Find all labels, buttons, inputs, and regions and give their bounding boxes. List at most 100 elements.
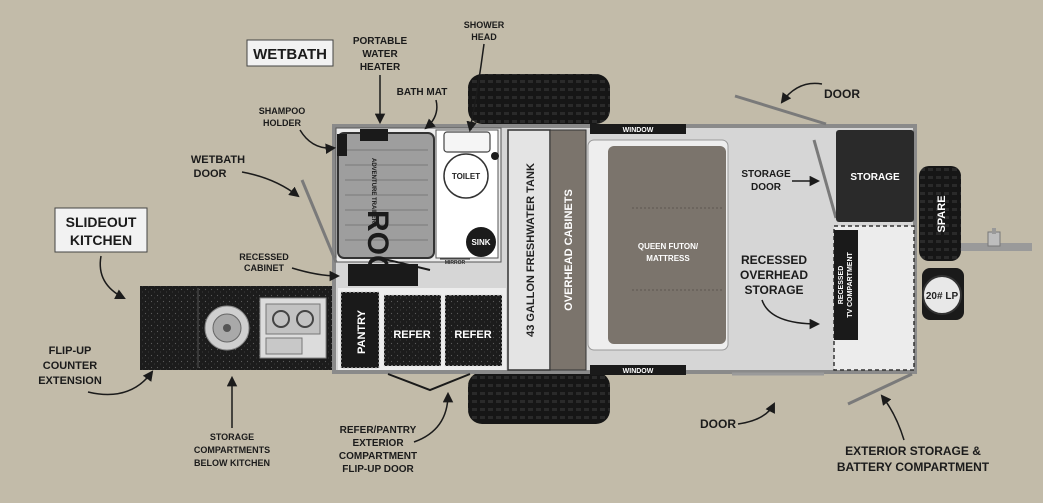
storage-door-line bbox=[812, 139, 838, 219]
sink-label: SINK bbox=[471, 238, 490, 247]
freshwater-tank-label: 43 GALLON FRESHWATER TANK bbox=[525, 163, 537, 337]
door-bottom-label: DOOR bbox=[700, 417, 736, 431]
wetbath-callout: WETBATH bbox=[253, 46, 327, 63]
flip-up-label-line1: FLIP-UP bbox=[49, 345, 92, 357]
refer-door-label-line2: EXTERIOR bbox=[352, 438, 404, 449]
sink bbox=[466, 227, 496, 257]
hitch bbox=[987, 231, 1001, 247]
recessed-cabinet-label-line1: RECESSED bbox=[239, 252, 289, 262]
refer-door-label-line1: REFER/PANTRY bbox=[340, 425, 417, 436]
toilet-tank bbox=[443, 131, 491, 153]
recessed-overhead-label-line2: OVERHEAD bbox=[740, 268, 808, 282]
tongue bbox=[960, 243, 1032, 251]
window-top-label: WINDOW bbox=[623, 127, 654, 134]
shower-head-label-line1: SHOWER bbox=[464, 20, 505, 30]
arrow-wetbath-door bbox=[241, 171, 300, 198]
futon-label-line1: QUEEN FUTON/ bbox=[638, 242, 699, 251]
hitch-ball bbox=[992, 228, 996, 234]
arrow-recessed-overhead bbox=[761, 299, 821, 330]
window-top bbox=[590, 124, 686, 134]
burner-left bbox=[272, 310, 290, 328]
shower-head bbox=[491, 152, 499, 160]
futon-label-line2: MATTRESS bbox=[646, 254, 690, 263]
rog-logo-subtitle: ADVENTURE TRAILERS bbox=[370, 158, 376, 227]
futon-mattress bbox=[608, 146, 726, 344]
storage-kitchen-label-line1: STORAGE bbox=[210, 432, 254, 442]
slideout-callout-box bbox=[54, 207, 148, 253]
freshwater-tank bbox=[507, 129, 551, 371]
slideout-callout-line2: KITCHEN bbox=[70, 232, 132, 248]
burner-right bbox=[296, 310, 314, 328]
tv-unit bbox=[834, 230, 858, 340]
arrow-bath-mat bbox=[424, 99, 438, 130]
wetbath-callout-box bbox=[246, 39, 334, 67]
front-storage bbox=[836, 130, 914, 222]
pantry bbox=[340, 291, 380, 369]
recessed-cabinet-label-line2: CABINET bbox=[244, 263, 285, 273]
tv-label-line1: RECESSED bbox=[838, 266, 845, 305]
water-heater-label-line3: HEATER bbox=[360, 62, 401, 73]
kitchen-stove-shelf bbox=[265, 337, 303, 355]
spare-label: SPARE bbox=[936, 195, 948, 232]
tv-label-line2: TV COMPARTMENT bbox=[847, 251, 854, 317]
kitchen-burner-panel bbox=[265, 303, 321, 335]
storage-kitchen-label-line2: COMPARTMENTS bbox=[194, 445, 270, 455]
recessed-overhead-label-line3: STORAGE bbox=[744, 283, 803, 297]
arrow-shower-head bbox=[466, 43, 485, 133]
shower-grate bbox=[345, 149, 428, 241]
storage-door-label-line2: DOOR bbox=[751, 182, 782, 193]
window-bottom-label: WINDOW bbox=[623, 368, 654, 375]
slideout-callout-line1: SLIDEOUT bbox=[66, 214, 137, 230]
arrow-slideout bbox=[99, 255, 126, 299]
arrow-door-top bbox=[780, 82, 823, 104]
arrow-exterior-storage bbox=[880, 394, 905, 441]
kitchen-sink-drain bbox=[223, 324, 231, 332]
wetbath-door bbox=[300, 179, 338, 263]
water-heater-label-line2: WATER bbox=[362, 49, 398, 60]
exterior-storage-label-line1: EXTERIOR STORAGE & bbox=[845, 444, 981, 458]
toilet-bowl bbox=[443, 153, 489, 199]
shampoo-holder bbox=[337, 134, 347, 156]
refer-right bbox=[444, 294, 503, 367]
cabinet-door-line bbox=[379, 257, 431, 271]
refer-right-label: REFER bbox=[454, 329, 491, 341]
arrow-recessed-cabinet bbox=[291, 267, 341, 282]
lp-label: 20# LP bbox=[926, 291, 959, 302]
door-top-line bbox=[734, 94, 827, 126]
flip-up-label-line2: COUNTER bbox=[43, 360, 97, 372]
water-heater-label-line1: PORTABLE bbox=[353, 36, 408, 47]
wetbath-door-label-line1: WETBATH bbox=[191, 154, 245, 166]
shampoo-label-line2: HOLDER bbox=[263, 118, 302, 128]
water-heater bbox=[360, 129, 388, 141]
lp-tank bbox=[922, 275, 962, 315]
door-top-label: DOOR bbox=[824, 87, 860, 101]
refer-flip-door bbox=[387, 373, 471, 392]
arrow-shampoo bbox=[299, 129, 337, 154]
shampoo-label-line1: SHAMPOO bbox=[259, 106, 306, 116]
shower-head-label-line2: HEAD bbox=[471, 32, 497, 42]
callout-arrows bbox=[87, 43, 905, 443]
exterior-storage-door-line bbox=[847, 372, 913, 406]
arrow-flip-up bbox=[87, 370, 154, 396]
pantry-label: PANTRY bbox=[356, 309, 368, 354]
refer-left-label: REFER bbox=[393, 329, 430, 341]
wetbath-door-label-line2: DOOR bbox=[194, 168, 227, 180]
recessed-cabinet bbox=[348, 264, 418, 286]
overhead-cabinets-label: OVERHEAD CABINETS bbox=[563, 189, 575, 311]
arrow-refer-door bbox=[413, 391, 454, 443]
refer-door-label-line3: COMPARTMENT bbox=[339, 451, 417, 462]
recessed-overhead-label-line1: RECESSED bbox=[741, 253, 807, 267]
overhead-cabinets bbox=[549, 129, 587, 371]
arrow-door-bottom bbox=[737, 402, 775, 425]
window-bottom bbox=[590, 365, 686, 375]
bath-mat-label: BATH MAT bbox=[397, 87, 448, 98]
refer-door-label-line4: FLIP-UP DOOR bbox=[342, 464, 414, 475]
bottom-tire bbox=[468, 372, 610, 424]
storage-kitchen-label-line3: BELOW KITCHEN bbox=[194, 458, 270, 468]
flip-up-label-line3: EXTENSION bbox=[38, 375, 102, 387]
mirror-label: MIRROR bbox=[445, 260, 466, 266]
top-tire bbox=[468, 74, 610, 124]
refer-left bbox=[383, 294, 442, 367]
